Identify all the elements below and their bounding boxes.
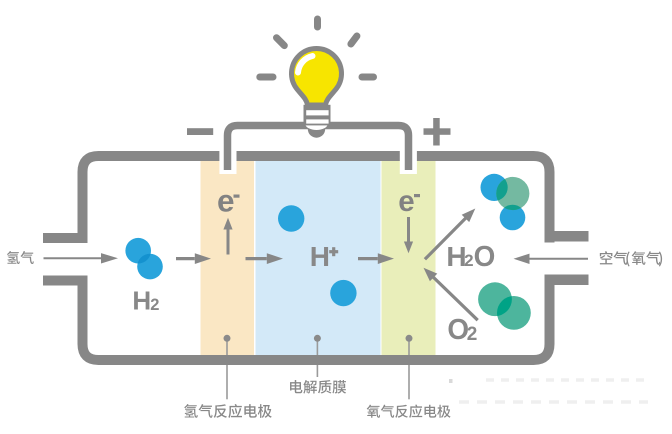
svg-text:O: O — [447, 314, 469, 346]
svg-text:H: H — [132, 286, 151, 316]
svg-text:e: e — [217, 183, 235, 219]
svg-text:2: 2 — [150, 296, 159, 314]
svg-text:2: 2 — [464, 251, 473, 270]
svg-text:2: 2 — [467, 324, 478, 345]
svg-text:H: H — [310, 241, 330, 272]
svg-text:e: e — [398, 185, 414, 218]
svg-text:H: H — [446, 241, 466, 272]
svg-text:O: O — [474, 241, 496, 273]
